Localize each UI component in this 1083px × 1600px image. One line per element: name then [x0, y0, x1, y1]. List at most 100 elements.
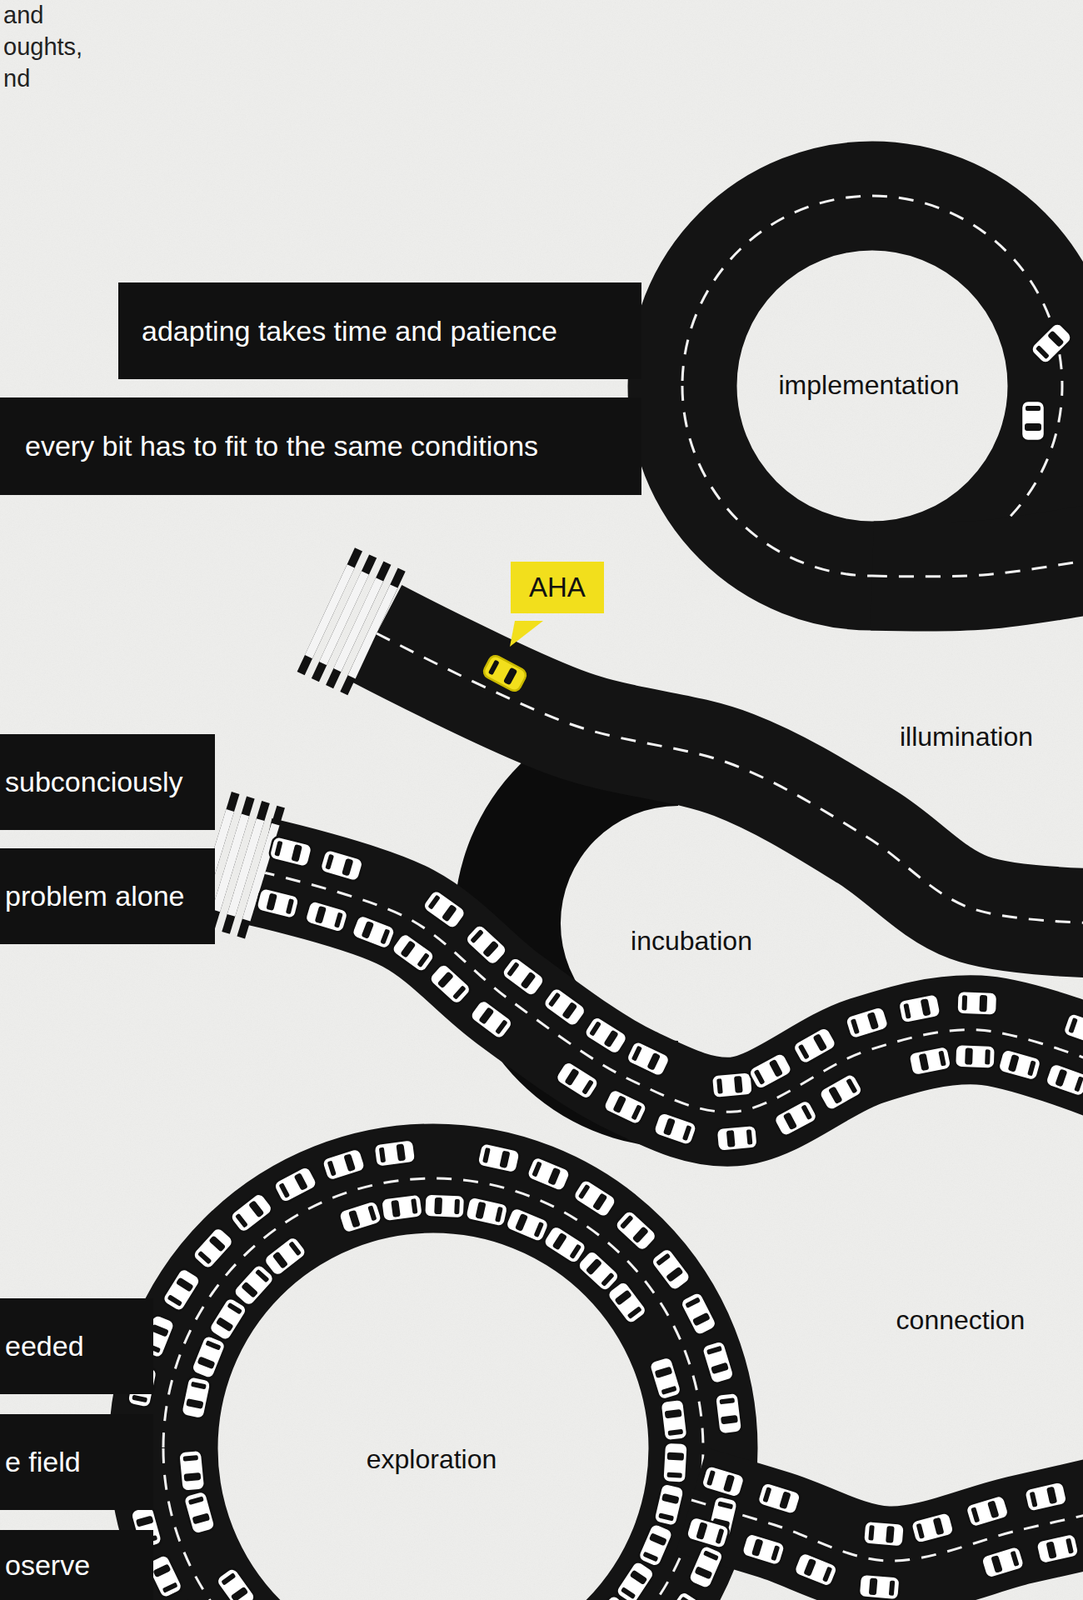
car — [687, 1543, 725, 1590]
car — [649, 1246, 693, 1293]
car — [424, 1192, 465, 1218]
car — [421, 888, 468, 931]
car — [818, 1071, 865, 1112]
car — [481, 653, 529, 693]
cropped-note-text: nd — [3, 64, 30, 93]
car — [240, 1598, 286, 1600]
car — [504, 1206, 550, 1243]
car — [228, 1191, 275, 1235]
car — [214, 1565, 258, 1600]
car — [1062, 1011, 1083, 1047]
car — [678, 1290, 719, 1337]
car — [525, 1155, 572, 1193]
car — [747, 1051, 794, 1091]
car — [1023, 1480, 1069, 1513]
cropped-note-text: and — [3, 1, 44, 30]
car — [660, 1589, 703, 1600]
car — [499, 954, 546, 998]
car — [304, 899, 350, 934]
node-text: adapting takes time and patience — [141, 314, 558, 348]
car — [700, 1339, 735, 1385]
car — [700, 1464, 746, 1499]
stage-label: incubation — [625, 922, 758, 960]
note-bar: oserve — [0, 1529, 154, 1600]
car — [980, 1544, 1026, 1579]
car — [337, 1199, 383, 1234]
note-bar: adapting takes time and patience — [118, 282, 642, 380]
car — [636, 1522, 674, 1568]
car — [468, 998, 515, 1041]
car — [189, 1333, 227, 1380]
crosswalk — [297, 547, 406, 695]
car — [255, 887, 300, 920]
illumination-road — [376, 633, 1083, 924]
car — [908, 1045, 953, 1077]
car — [541, 1223, 589, 1266]
car — [997, 1048, 1043, 1082]
car — [380, 1192, 424, 1222]
car — [613, 1207, 659, 1253]
note-bar: subconciously — [0, 733, 215, 830]
node-text: AHA — [529, 571, 586, 603]
car — [910, 1511, 956, 1544]
car — [863, 1520, 905, 1548]
stage-label: implementation — [773, 366, 965, 405]
lane-dash — [376, 633, 1083, 924]
car — [553, 1059, 601, 1101]
cars — [123, 320, 1083, 1600]
note-bar: every bit has to fit to the same conditi… — [0, 397, 642, 495]
car — [182, 1489, 216, 1535]
car — [956, 990, 998, 1016]
car — [320, 1147, 366, 1182]
note-bar: e field — [0, 1413, 154, 1510]
node-text: implementation — [778, 369, 960, 400]
car — [180, 1375, 212, 1420]
lane-dash — [163, 1177, 704, 1600]
node-text: exploration — [366, 1443, 498, 1474]
node-text: connection — [896, 1304, 1026, 1335]
car — [756, 1481, 802, 1516]
car — [178, 1449, 205, 1492]
car — [602, 1087, 649, 1126]
lane-dash — [872, 556, 1083, 577]
car — [954, 1043, 996, 1069]
car — [648, 1355, 683, 1401]
car — [1021, 400, 1045, 441]
car — [624, 1039, 671, 1079]
car — [373, 1138, 416, 1168]
implementation-exit — [872, 556, 1083, 577]
stage-label: connection — [891, 1301, 1031, 1339]
car — [389, 931, 436, 974]
car — [476, 1142, 521, 1174]
car — [272, 1164, 320, 1204]
car — [791, 1025, 839, 1066]
car — [582, 1014, 629, 1056]
car — [714, 1392, 744, 1435]
car — [571, 1177, 619, 1219]
car — [740, 1532, 786, 1567]
car — [793, 1551, 839, 1588]
car — [1044, 1062, 1083, 1098]
note-bar: problem alone — [0, 848, 215, 944]
car — [1035, 1532, 1080, 1565]
node-text: every bit has to fit to the same conditi… — [24, 429, 539, 463]
car — [685, 1515, 731, 1550]
stage-label: illumination — [894, 718, 1039, 756]
car — [190, 1225, 235, 1271]
car — [207, 1295, 249, 1343]
car — [844, 1005, 890, 1040]
node-text: eeded — [4, 1329, 85, 1363]
car — [268, 835, 313, 869]
car — [653, 1482, 685, 1527]
node-text: oserve — [4, 1548, 90, 1582]
car — [464, 1195, 510, 1228]
note-bar: eeded — [0, 1297, 154, 1394]
car — [964, 1493, 1010, 1528]
node-text: illumination — [899, 721, 1034, 752]
car — [858, 1572, 901, 1600]
car — [160, 1266, 202, 1313]
cropped-note-text: oughts, — [3, 33, 83, 61]
car — [350, 913, 397, 950]
car — [319, 848, 365, 882]
